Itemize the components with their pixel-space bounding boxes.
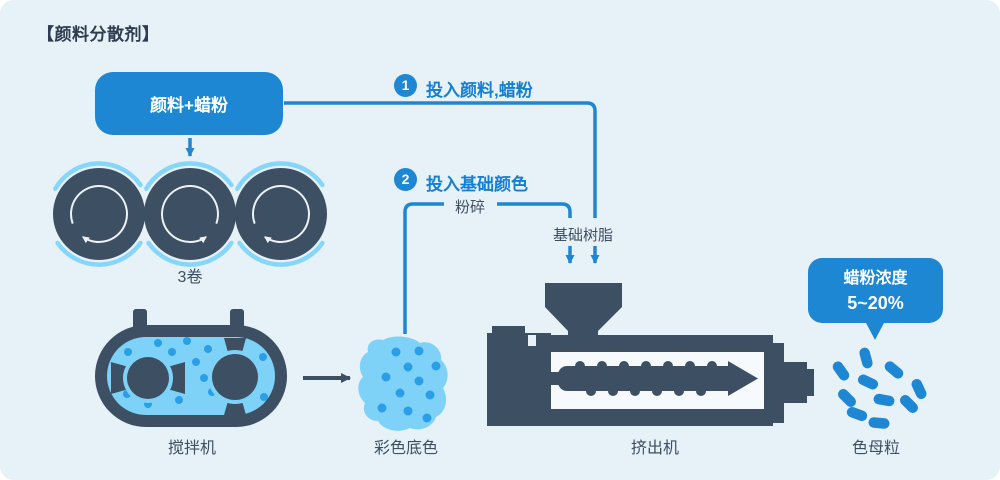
crush-label: 粉碎 <box>454 199 486 216</box>
rotation-arrow-icon <box>70 185 128 244</box>
extruder-label: 挤出机 <box>630 440 680 457</box>
step1-label: 投入颜料,蜡粉 <box>426 81 533 100</box>
step1-badge: 1 <box>394 74 417 97</box>
callout-text: 蜡粉浓度 5~20% <box>808 266 943 316</box>
step2-badge: 2 <box>394 168 417 191</box>
base-color-blob-icon <box>358 336 448 431</box>
step2-connector-left <box>403 202 444 334</box>
step2-connector-right <box>497 202 572 218</box>
rotation-arrow-icon <box>252 185 310 244</box>
input-box-pigment-wax: 颜料+蜡粉 <box>95 72 283 135</box>
rotation-arrow-icon <box>161 185 219 244</box>
extruder-icon <box>487 283 814 426</box>
rolls-label: 3卷 <box>177 269 203 286</box>
base-resin-label: 基础树脂 <box>552 227 614 244</box>
pellets-icon <box>832 347 927 429</box>
mixer-icon <box>95 309 287 427</box>
hopper-icon <box>545 283 622 346</box>
step1-connector-line <box>284 101 597 218</box>
callout-line1: 蜡粉浓度 <box>843 270 908 287</box>
base-color-label: 彩色底色 <box>373 440 439 457</box>
page-title: 【颜料分散剂】 <box>37 25 160 44</box>
three-roll-mill-icon <box>53 161 327 267</box>
mixer-label: 搅拌机 <box>167 440 217 457</box>
pellets-label: 色母粒 <box>851 440 901 457</box>
callout-line2: 5~20% <box>847 293 904 313</box>
input-box-label: 颜料+蜡粉 <box>150 96 228 115</box>
step2-label: 投入基础颜色 <box>426 175 528 194</box>
callout-bubble <box>808 258 943 340</box>
